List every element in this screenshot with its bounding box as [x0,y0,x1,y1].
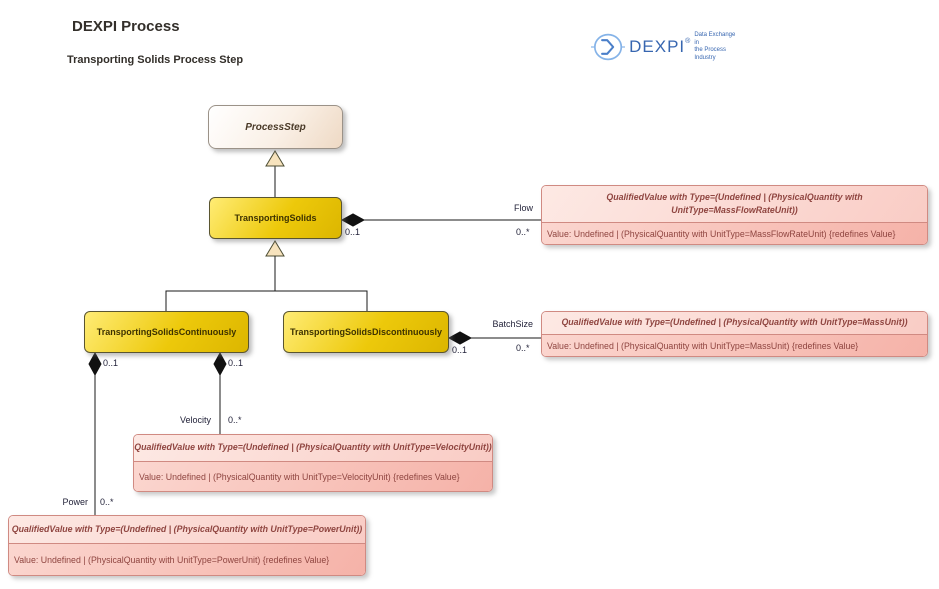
page-title: DEXPI Process [72,18,180,35]
association-flow-label: Flow [513,203,533,213]
flow-source-multiplicity: 0..1 [345,227,361,237]
class-transportingsolids-label: TransportingSolids [234,213,317,223]
generalization-transportingsolids-to-processstep [265,150,285,197]
dexpi-tagline: Data Exchange in the Process Industry [694,32,736,61]
class-transportingsolidsdiscontinuously-label: TransportingSolidsDiscontinuously [289,327,442,337]
dexpi-wordmark: DEXPI [629,37,686,56]
dexpi-logo: DEXPI® Data Exchange in the Process Indu… [591,30,741,64]
qualifiedvalue-flow-body: Value: Undefined | (PhysicalQuantity wit… [542,223,927,244]
class-transportingsolids: TransportingSolids [209,197,342,239]
association-velocity-label: Velocity [179,415,211,425]
composition-flow-connector [340,213,541,227]
qualifiedvalue-power-box: QualifiedValue with Type=(Undefined | (P… [8,515,366,576]
power-target-multiplicity: 0..* [100,497,114,507]
composition-velocity-connector [213,351,227,434]
class-transportingsolidsdiscontinuously: TransportingSolidsDiscontinuously [283,311,449,353]
page-subtitle: Transporting Solids Process Step [67,54,244,66]
batchsize-target-multiplicity: 0..* [516,343,530,353]
qualifiedvalue-batchsize-box: QualifiedValue with Type=(Undefined | (P… [541,311,928,357]
class-processstep-label: ProcessStep [245,121,306,133]
qualifiedvalue-velocity-header: QualifiedValue with Type=(Undefined | (P… [134,435,492,462]
composition-power-connector [88,351,102,515]
qualifiedvalue-batchsize-header: QualifiedValue with Type=(Undefined | (P… [542,312,927,335]
power-source-multiplicity: 0..1 [103,358,119,368]
velocity-source-multiplicity: 0..1 [228,358,244,368]
association-batchsize-label: BatchSize [492,319,533,329]
qualifiedvalue-power-body: Value: Undefined | (PhysicalQuantity wit… [9,544,365,575]
class-transportingsolidscontinuously-label: TransportingSolidsContinuously [96,327,237,337]
qualifiedvalue-velocity-body: Value: Undefined | (PhysicalQuantity wit… [134,462,492,491]
qualifiedvalue-velocity-box: QualifiedValue with Type=(Undefined | (P… [133,434,493,492]
qualifiedvalue-power-header: QualifiedValue with Type=(Undefined | (P… [9,516,365,544]
class-processstep: ProcessStep [208,105,343,149]
qualifiedvalue-flow-header: QualifiedValue with Type=(Undefined | (P… [542,186,927,223]
association-power-label: Power [62,497,88,507]
registered-mark: ® [685,37,691,45]
generalization-children-to-transportingsolids [165,240,368,311]
flow-target-multiplicity: 0..* [516,227,530,237]
dexpi-sigma-icon [591,33,626,61]
qualifiedvalue-flow-box: QualifiedValue with Type=(Undefined | (P… [541,185,928,245]
qualifiedvalue-batchsize-body: Value: Undefined | (PhysicalQuantity wit… [542,335,927,356]
velocity-target-multiplicity: 0..* [228,415,242,425]
class-transportingsolidscontinuously: TransportingSolidsContinuously [84,311,249,353]
batchsize-source-multiplicity: 0..1 [452,345,468,355]
